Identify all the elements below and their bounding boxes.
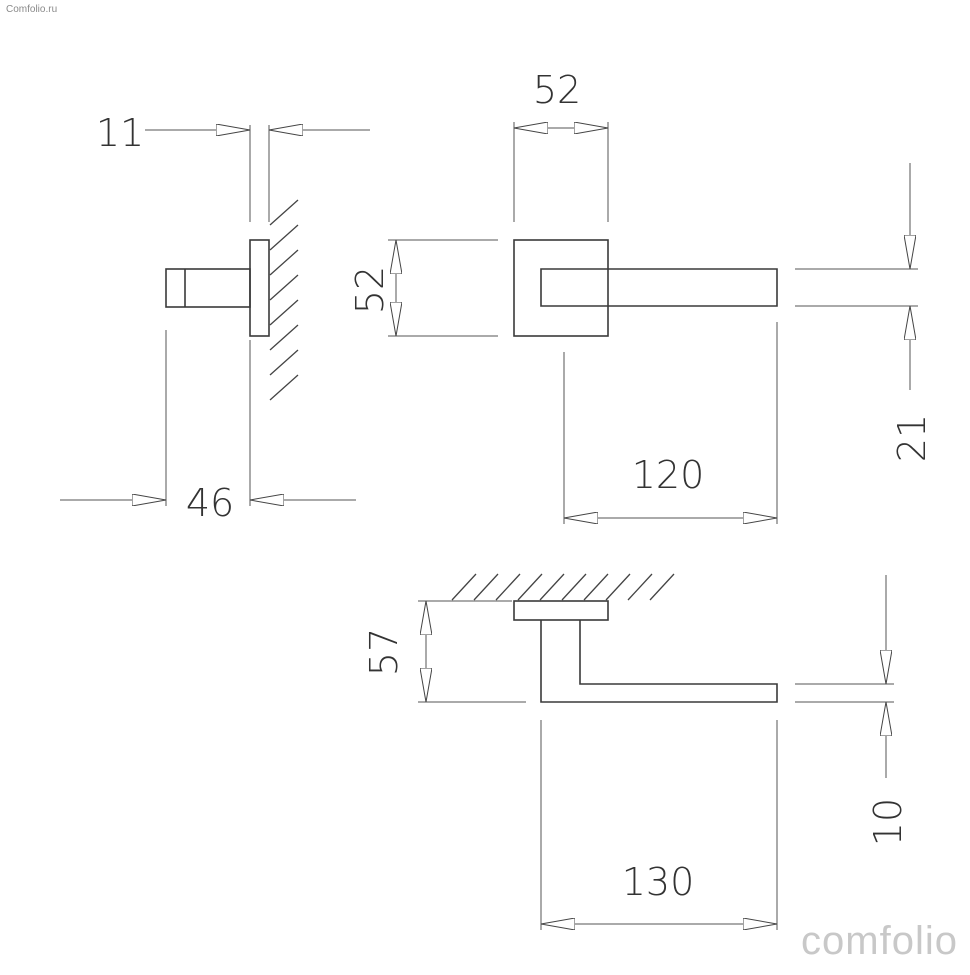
dim-side-thickness: 10: [866, 798, 910, 846]
watermark-bottom: comfolio: [801, 919, 958, 963]
dim-side-height: 57: [362, 628, 406, 676]
dim-handle-thickness: 21: [890, 414, 934, 462]
wall-hatch-horizontal: [451, 573, 675, 601]
dim-rose-height: 52: [348, 266, 392, 314]
dim-projection: 46: [186, 481, 234, 525]
rose-top: [513, 600, 609, 621]
handle-front: [540, 268, 778, 307]
rose-front: [513, 239, 609, 337]
wall-hatch-vertical: [269, 199, 299, 401]
handle-end-side: [165, 268, 251, 308]
dim-side-length: 130: [622, 860, 695, 904]
dim-handle-length: 120: [632, 453, 705, 497]
dim-rose-width: 52: [533, 68, 581, 112]
dim-rose-thickness: 11: [96, 111, 144, 155]
handle-top: [540, 620, 778, 703]
left-view: 11 46: [60, 111, 370, 525]
watermark-top: Comfolio.ru: [6, 4, 58, 15]
rose-side: [249, 239, 270, 337]
top-view: 57 130 10: [362, 573, 910, 930]
front-view: 52 52 120 21: [348, 68, 934, 524]
